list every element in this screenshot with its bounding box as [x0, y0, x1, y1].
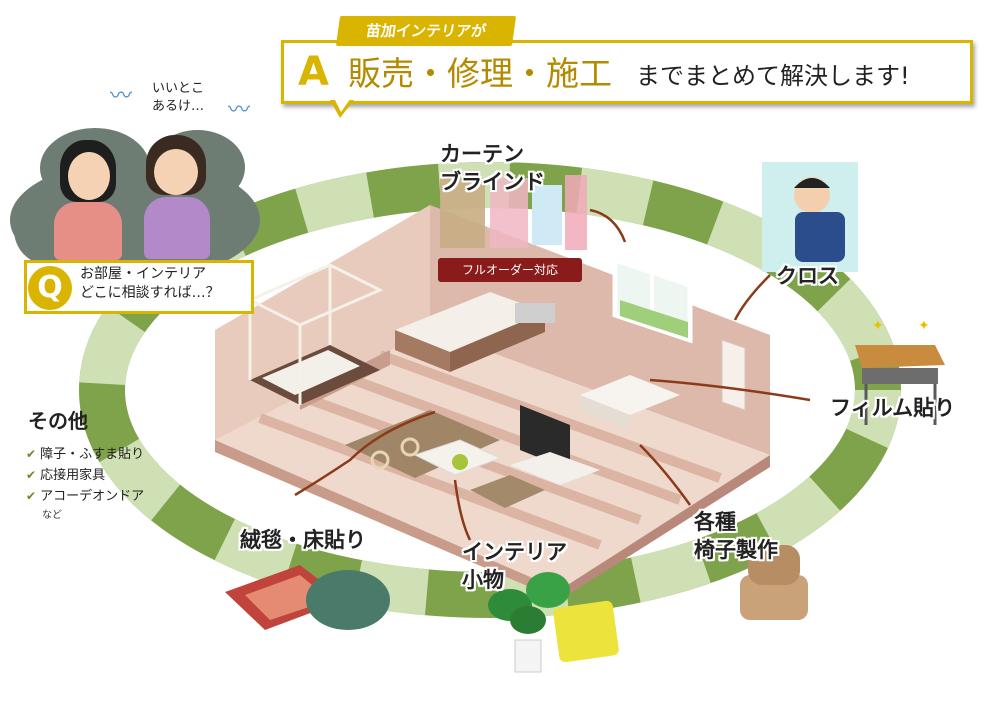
svg-text:✦: ✦: [918, 318, 930, 334]
other-title: その他: [28, 409, 88, 433]
kitchen: [395, 292, 555, 372]
worry-squiggle-icon: 〰: [110, 84, 133, 109]
label-cloth: クロス: [776, 264, 839, 288]
answer-rest: までまとめて解決します!: [636, 62, 910, 90]
door: [721, 339, 746, 411]
label-film: フィルム貼り: [830, 396, 956, 420]
label-chair-line: 各種: [694, 510, 736, 534]
other-item-label: 応接用家具: [40, 468, 106, 483]
check-icon: ✔: [26, 468, 37, 482]
other-item: ✔応接用家具: [26, 465, 144, 486]
dining-table: [580, 375, 680, 430]
question-line: お部屋・インテリア: [80, 266, 206, 282]
label-interior-line: 小物: [462, 568, 504, 592]
label-curtain-line: カーテン: [440, 142, 524, 166]
question-text: お部屋・インテリア どこに相談すれば…？: [80, 265, 220, 303]
other-item: ✔アコーデオンドア: [26, 486, 144, 507]
order-badge: フルオーダー対応: [438, 258, 582, 282]
other-list: ✔障子・ふすま貼り ✔応接用家具 ✔アコーデオンドア: [26, 444, 144, 507]
television: [510, 405, 600, 485]
armchair-illustration: [740, 545, 808, 620]
woman-right-illustration: [140, 135, 212, 260]
worry-squiggle-icon: 〰: [228, 98, 251, 123]
label-chair: 各種 椅子製作: [694, 508, 778, 564]
connector-lines: [294, 208, 811, 541]
woman-left-illustration: [52, 140, 124, 260]
answer-letter: A: [298, 49, 329, 95]
answer-highlight: 販売・修理・施工: [348, 54, 612, 93]
curtain-blind-illustration: [440, 175, 587, 250]
living-rug: [345, 410, 500, 478]
answer-tab: 苗加インテリアが: [335, 16, 517, 46]
label-interior: インテリア 小物: [462, 538, 567, 594]
room-front-edge: [215, 440, 560, 600]
window-right: [612, 256, 693, 344]
desk-illustration: ✦ ✦: [855, 318, 945, 425]
answer-banner-tail-inner: [334, 98, 351, 112]
check-icon: ✔: [26, 447, 37, 461]
cushion: [452, 454, 468, 470]
coffee-table: [470, 475, 545, 508]
thought-text: いいとこ あるけ…: [152, 80, 204, 116]
yellow-cushion: [553, 600, 619, 663]
label-chair-line: 椅子製作: [694, 538, 778, 562]
svg-text:✦: ✦: [872, 318, 884, 334]
thought-line: あるけ…: [152, 99, 205, 114]
wallpaper-worker: [762, 162, 858, 272]
check-icon: ✔: [26, 489, 37, 503]
carpet-illustration: [225, 565, 390, 630]
question-line: どこに相談すれば…？: [80, 285, 220, 301]
label-curtain-line: ブラインド: [440, 170, 545, 194]
room-right-edge: [560, 455, 770, 600]
other-item-label: 障子・ふすま貼り: [40, 447, 145, 462]
label-carpet: 絨毯・床貼り: [240, 528, 366, 552]
label-interior-line: インテリア: [462, 540, 567, 564]
other-item-label: アコーデオンドア: [40, 489, 145, 504]
other-item: ✔障子・ふすま貼り: [26, 444, 144, 465]
thought-line: いいとこ: [152, 81, 205, 96]
label-curtain: カーテン ブラインド: [440, 140, 545, 196]
question-letter: Q: [28, 266, 72, 310]
plant-illustration: [488, 572, 570, 673]
other-etc: など: [42, 510, 62, 521]
answer-banner: [281, 40, 973, 104]
